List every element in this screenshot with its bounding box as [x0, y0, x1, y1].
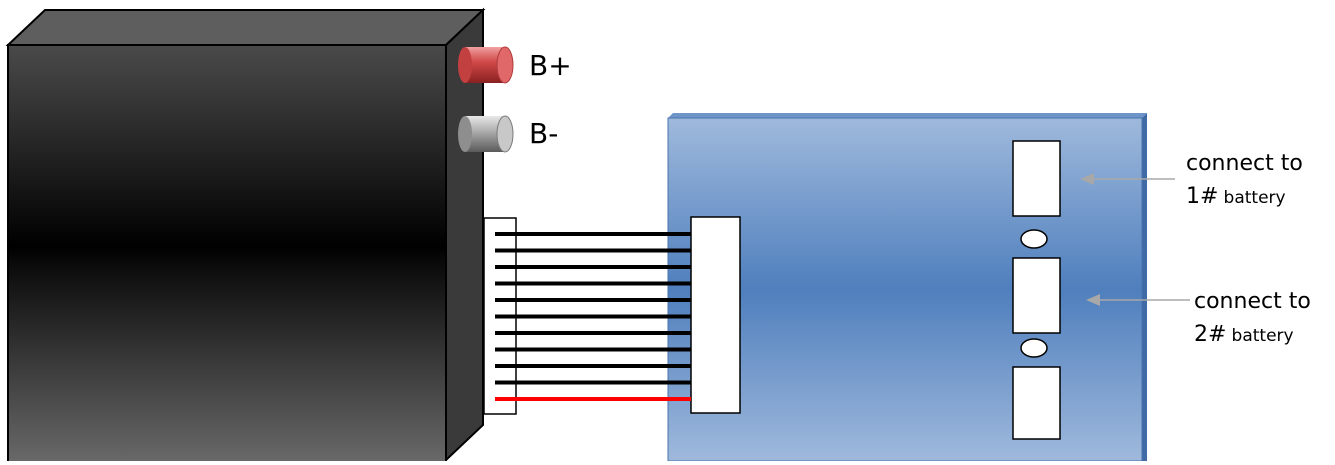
callout-2-line1: connect to [1194, 289, 1311, 314]
negative-terminal-icon [458, 115, 514, 153]
callout-1-word: battery [1223, 187, 1286, 208]
mounting-hole-1 [1020, 229, 1048, 249]
positive-terminal-label: B+ [529, 49, 572, 82]
callout-battery-1: connect to 1# battery [1186, 150, 1303, 211]
callout-1-number: 1# [1186, 183, 1219, 209]
bms-board-edge-top [668, 113, 1147, 118]
battery-port-3 [1012, 366, 1061, 440]
balance-wires [495, 232, 691, 401]
negative-terminal-label: B- [529, 117, 559, 150]
battery-pack-top-face [5, 9, 486, 46]
bms-balance-connector [690, 216, 741, 414]
bms-board-edge-right [1142, 113, 1147, 461]
bms-board [667, 113, 1147, 462]
callout-battery-2: connect to 2# battery [1194, 288, 1311, 349]
callout-2-word: battery [1231, 325, 1294, 346]
callout-arrow-1 [1080, 173, 1175, 185]
callout-2-number: 2# [1194, 321, 1227, 347]
callout-arrow-2 [1086, 294, 1190, 306]
battery-pack [5, 7, 486, 465]
battery-port-1 [1012, 140, 1061, 217]
positive-terminal-icon [458, 46, 514, 84]
bms-board-face [667, 117, 1143, 462]
battery-port-2 [1012, 257, 1061, 334]
battery-pack-front-face [7, 44, 447, 465]
callout-1-line1: connect to [1186, 151, 1303, 176]
mounting-hole-2 [1020, 338, 1048, 358]
